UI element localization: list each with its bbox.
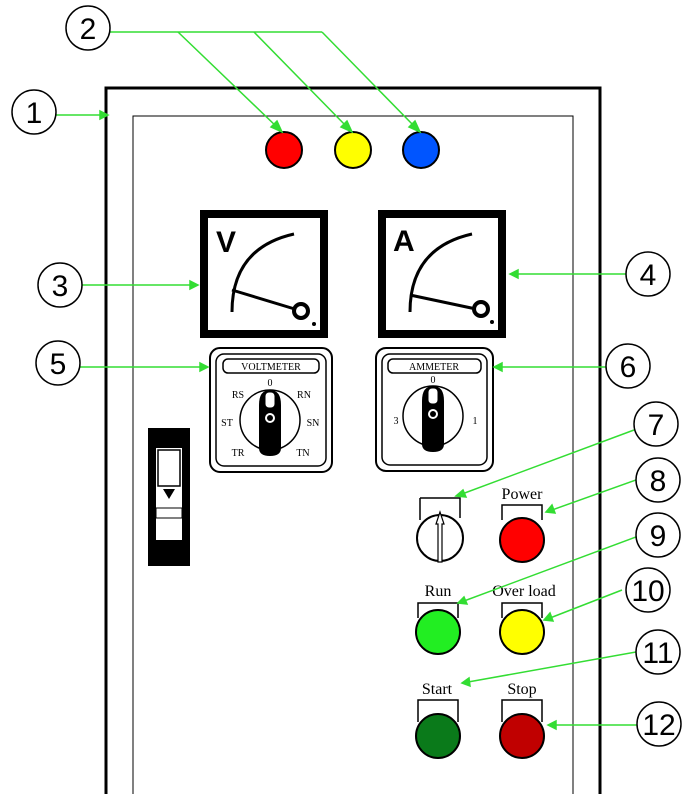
callout-11: 11 xyxy=(635,629,681,675)
voltmeter-selector-title: VOLTMETER xyxy=(241,362,301,373)
voltmeter-pos-tn: TN xyxy=(296,448,309,459)
callout-7: 7 xyxy=(633,401,679,447)
voltmeter-selector-switch: VOLTMETER 0 RS ST TR RN SN TN xyxy=(209,347,333,473)
callout-10-number: 10 xyxy=(631,575,664,608)
voltmeter-pos-0: 0 xyxy=(268,378,273,389)
panel-enclosure xyxy=(104,86,602,794)
start-button-label: Start xyxy=(422,681,453,698)
callout-10: 10 xyxy=(625,567,671,613)
level-indicator xyxy=(148,428,190,566)
run-pilot-light: Run xyxy=(415,583,461,655)
ammeter-pos-1: 1 xyxy=(473,416,478,427)
callout-7-number: 7 xyxy=(648,409,665,442)
stop-push-button: Stop xyxy=(499,681,545,759)
callout-1-number: 1 xyxy=(26,97,43,130)
callout-2-number: 2 xyxy=(80,13,97,46)
ammeter: A xyxy=(378,210,506,338)
power-light-label: Power xyxy=(502,486,544,503)
overload-light-label: Over load xyxy=(492,583,556,600)
run-light-label: Run xyxy=(425,583,452,600)
panel-inner-frame xyxy=(132,115,574,794)
voltmeter-pos-sn: SN xyxy=(307,418,320,429)
callout-4: 4 xyxy=(625,251,671,297)
callout-3-number: 3 xyxy=(52,270,69,303)
callout-5: 5 xyxy=(35,340,81,386)
voltmeter-pos-rn: RN xyxy=(297,390,311,401)
overload-pilot-light: Over load xyxy=(492,583,556,655)
callout-8: 8 xyxy=(635,457,681,503)
ammeter-pos-3: 3 xyxy=(394,416,399,427)
power-pilot-light: Power xyxy=(499,486,545,563)
rotary-selector-knob xyxy=(416,497,464,563)
voltmeter-pos-st: ST xyxy=(221,418,233,429)
callout-1: 1 xyxy=(11,89,57,135)
voltmeter-symbol: V xyxy=(216,226,236,259)
voltmeter-pos-tr: TR xyxy=(232,448,245,459)
ammeter-symbol: A xyxy=(393,225,415,258)
callout-4-number: 4 xyxy=(640,259,657,292)
callout-11-number: 11 xyxy=(642,637,673,670)
callout-2: 2 xyxy=(65,5,111,51)
callout-leader-lines xyxy=(56,31,640,731)
callout-9-number: 9 xyxy=(650,520,667,553)
callout-8-number: 8 xyxy=(650,465,667,498)
callout-6-number: 6 xyxy=(620,351,637,384)
indicator-lamp-yellow xyxy=(334,131,372,169)
ammeter-pos-0: 0 xyxy=(431,375,436,386)
callout-3: 3 xyxy=(37,262,83,308)
stop-button-label: Stop xyxy=(507,681,536,698)
callout-5-number: 5 xyxy=(50,348,67,381)
voltmeter-pos-rs: RS xyxy=(232,390,244,401)
start-push-button: Start xyxy=(415,681,461,759)
ammeter-selector-switch: AMMETER 0 3 1 xyxy=(375,347,494,472)
callout-12-number: 12 xyxy=(642,709,675,742)
ammeter-selector-title: AMMETER xyxy=(409,362,459,373)
indicator-lamp-red xyxy=(265,131,303,169)
callout-12: 12 xyxy=(636,701,682,747)
callout-9: 9 xyxy=(635,512,681,558)
voltmeter: V xyxy=(200,210,328,338)
callout-6: 6 xyxy=(605,343,651,389)
indicator-lamp-blue xyxy=(402,131,440,169)
